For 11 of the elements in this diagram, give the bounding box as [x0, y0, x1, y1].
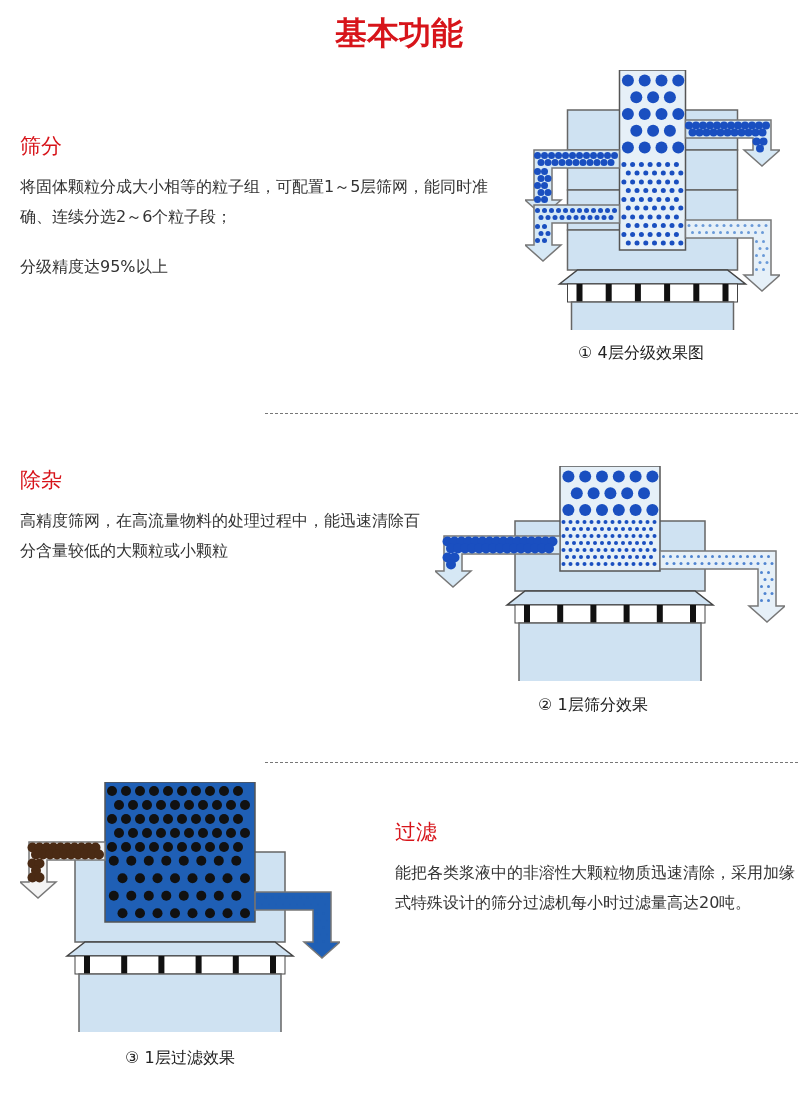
section-heading: 筛分	[20, 133, 62, 160]
paragraph: 分级精度达95%以上	[20, 256, 169, 278]
page-title: 基本功能	[334, 13, 464, 54]
paragraph: 将固体颗粒分成大小相等的粒子组，可配置1～5层筛网，能同时准确、连续分选2～6个粒子段；	[20, 176, 490, 228]
paragraph: 能把各类浆液中的非溶性大颗粒物质迅速清除，采用加缘式特殊设计的筛分过滤机每小时过滤量高达20吨。	[395, 862, 795, 914]
paragraph: 高精度筛网，在高流量物料的处理过程中，能迅速清除百分含量较低的大颗粒或小颗粒	[20, 510, 421, 562]
figure-caption: ② 1层筛分效果	[538, 695, 648, 716]
figure-caption: ① 4层分级效果图	[578, 343, 704, 364]
figure-caption: ③ 1层过滤效果	[125, 1048, 235, 1069]
section-heading: 除杂	[20, 467, 62, 494]
section-heading: 过滤	[395, 819, 437, 846]
